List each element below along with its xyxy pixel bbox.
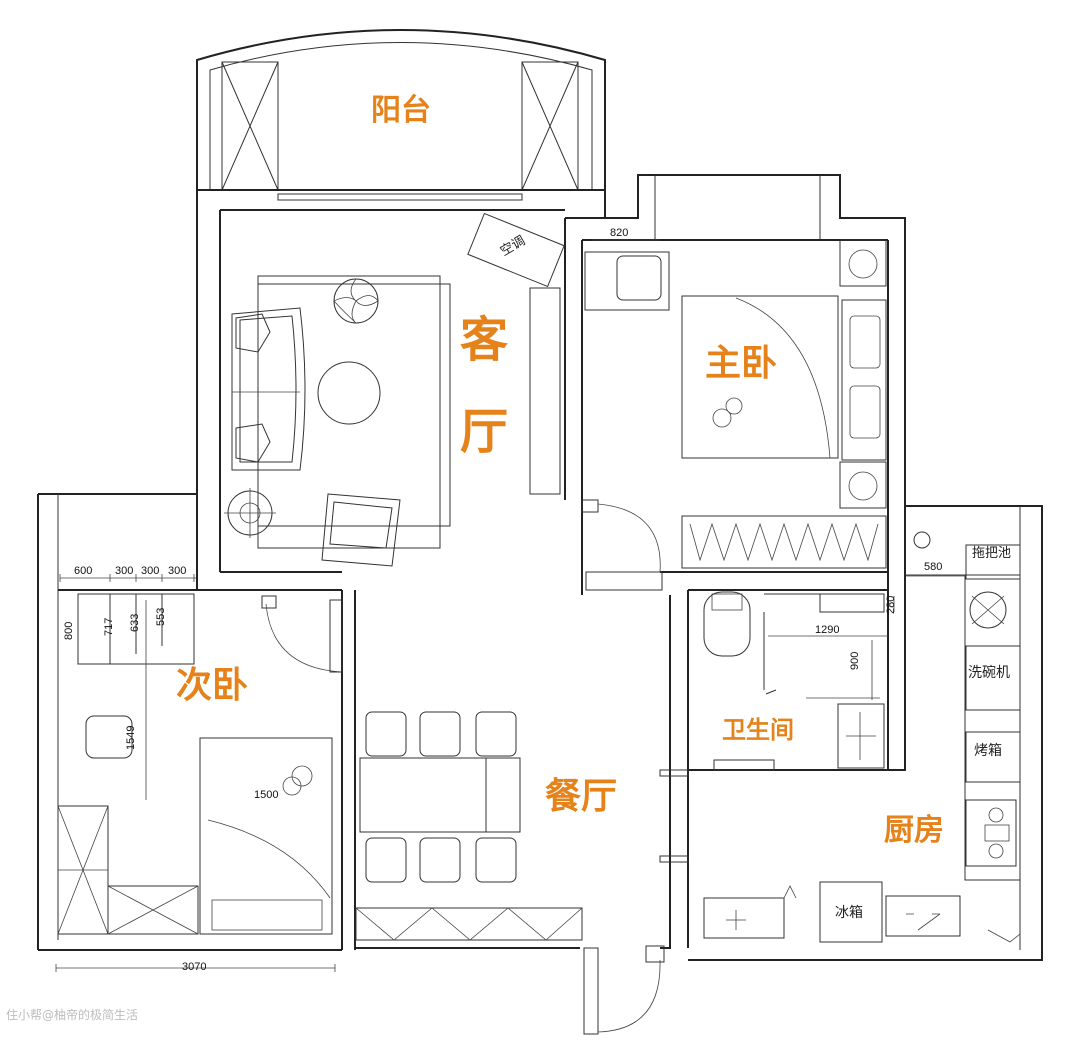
master-door xyxy=(581,499,663,591)
dim-300b: 300 xyxy=(141,565,160,577)
room-label-second-bedroom: 次卧 xyxy=(176,665,249,706)
fixture-dishwasher: 洗碗机 xyxy=(968,665,1010,681)
room-label-bathroom: 卫生间 xyxy=(722,716,794,744)
dim-717: 717 xyxy=(103,617,115,636)
dim-1290: 1290 xyxy=(815,624,840,636)
fixture-fridge: 冰箱 xyxy=(835,905,863,921)
room-label-kitchen: 厨房 xyxy=(884,813,944,848)
fixture-mop-sink: 拖把池 xyxy=(972,546,1012,561)
balcony-area xyxy=(196,29,606,201)
dim-633: 633 xyxy=(129,613,141,632)
fixture-oven: 烤箱 xyxy=(974,743,1002,759)
bathroom-walls xyxy=(688,572,889,771)
room-label-living-bottom: 厅 xyxy=(460,404,509,460)
dim-900: 900 xyxy=(849,651,861,670)
room-label-balcony: 阳台 xyxy=(371,93,431,128)
dim-1500: 1500 xyxy=(254,789,279,801)
dim-800: 800 xyxy=(63,621,75,640)
room-label-master-bedroom: 主卧 xyxy=(705,343,778,384)
dim-580: 580 xyxy=(924,561,943,573)
dim-300a: 300 xyxy=(115,565,134,577)
dim-300c: 300 xyxy=(168,565,187,577)
second-door xyxy=(261,595,343,673)
entrance-door xyxy=(583,945,665,1035)
master-bedroom-walls xyxy=(581,174,906,771)
watermark: 住小帮@柚帝的极简生活 xyxy=(6,1008,139,1022)
room-label-living-top: 客 xyxy=(460,312,509,368)
dim-820: 820 xyxy=(610,227,629,239)
room-label-dining: 餐厅 xyxy=(545,776,618,817)
kitchen-walls xyxy=(659,505,1043,961)
dim-1549: 1549 xyxy=(125,725,137,750)
dining-walls xyxy=(354,590,689,950)
living-furniture xyxy=(224,212,565,567)
dimension-lines xyxy=(55,239,966,972)
dim-553: 553 xyxy=(155,607,167,626)
dim-280: 280 xyxy=(885,595,897,614)
dim-600: 600 xyxy=(74,565,93,577)
dim-3070: 3070 xyxy=(182,961,207,973)
